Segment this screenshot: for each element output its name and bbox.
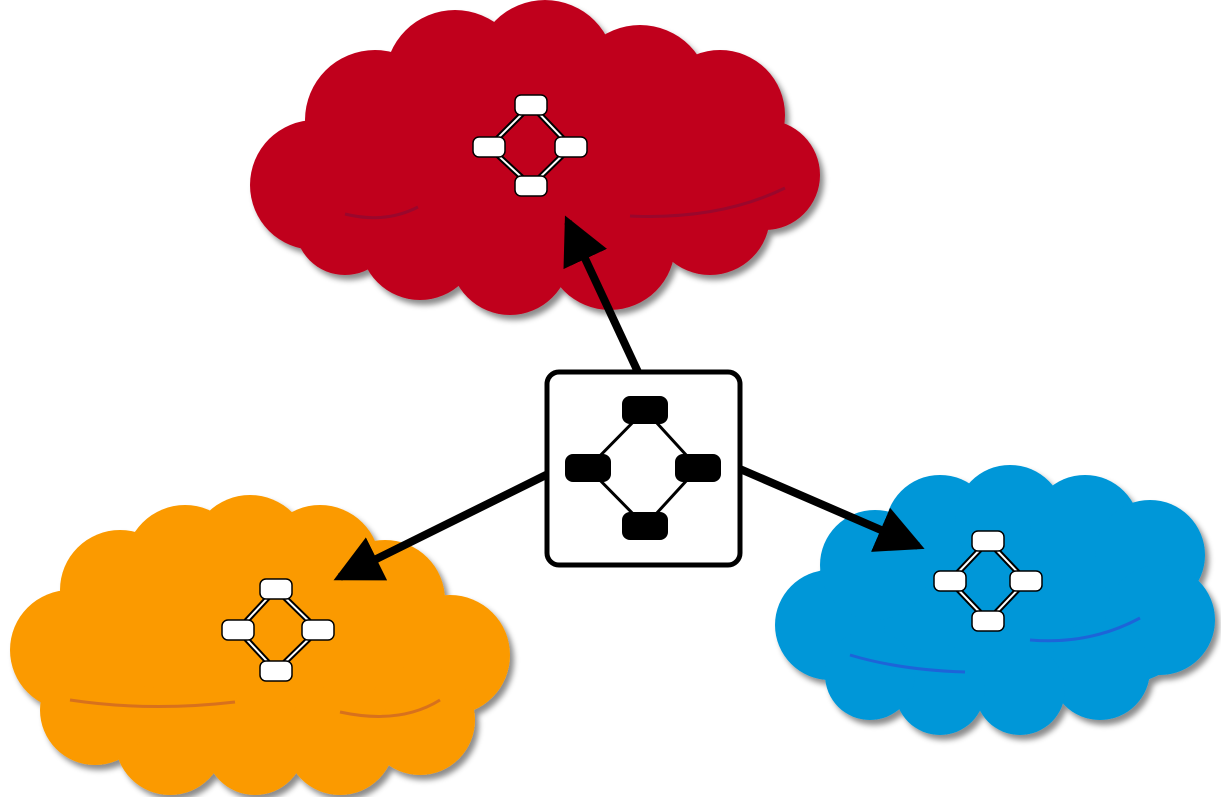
red-cloud-node-bottom [514, 175, 548, 197]
orange-cloud-shape [10, 495, 510, 795]
arrow-hub-to-blue-cloud [738, 465, 925, 552]
blue-cloud-shape [775, 465, 1215, 735]
orange-cloud-node-top [259, 578, 293, 600]
hub-node-top [622, 396, 668, 424]
red-cloud-node-right [554, 136, 588, 158]
hub-node-right [675, 454, 721, 482]
connection-arrows [333, 215, 925, 581]
red-cloud-ring-network [472, 94, 588, 197]
blue-cloud-node-top [971, 530, 1005, 552]
arrow-hub-to-red-cloud [563, 215, 642, 374]
hub-box [544, 369, 743, 568]
hub-ring-network [565, 396, 721, 540]
red-cloud-shade-right [629, 186, 786, 218]
blue-cloud-shade-right [1029, 616, 1141, 643]
arrow-hub-to-orange-cloud [333, 470, 550, 581]
blue-cloud [775, 465, 1215, 735]
orange-cloud-node-bottom [259, 660, 293, 682]
orange-cloud-shade-right [339, 698, 441, 718]
orange-cloud-node-left [221, 619, 255, 641]
red-cloud-node-top [514, 94, 548, 116]
orange-cloud-shade-left [69, 698, 236, 709]
blue-cloud-node-left [933, 570, 967, 592]
blue-cloud-ring-network [933, 530, 1043, 632]
hub-node-left [565, 454, 611, 482]
orange-cloud-ring-network [221, 578, 335, 682]
central-hub-node [544, 369, 743, 568]
blue-cloud-node-right [1009, 570, 1043, 592]
red-cloud-node-left [472, 136, 506, 158]
red-cloud-shade-left [344, 205, 419, 220]
blue-cloud-shade-left [849, 653, 966, 674]
blue-cloud-node-bottom [971, 610, 1005, 632]
orange-cloud [10, 495, 510, 795]
hub-node-bottom [622, 512, 668, 540]
red-cloud [250, 0, 820, 315]
red-cloud-shape [250, 0, 820, 315]
orange-cloud-node-right [301, 619, 335, 641]
